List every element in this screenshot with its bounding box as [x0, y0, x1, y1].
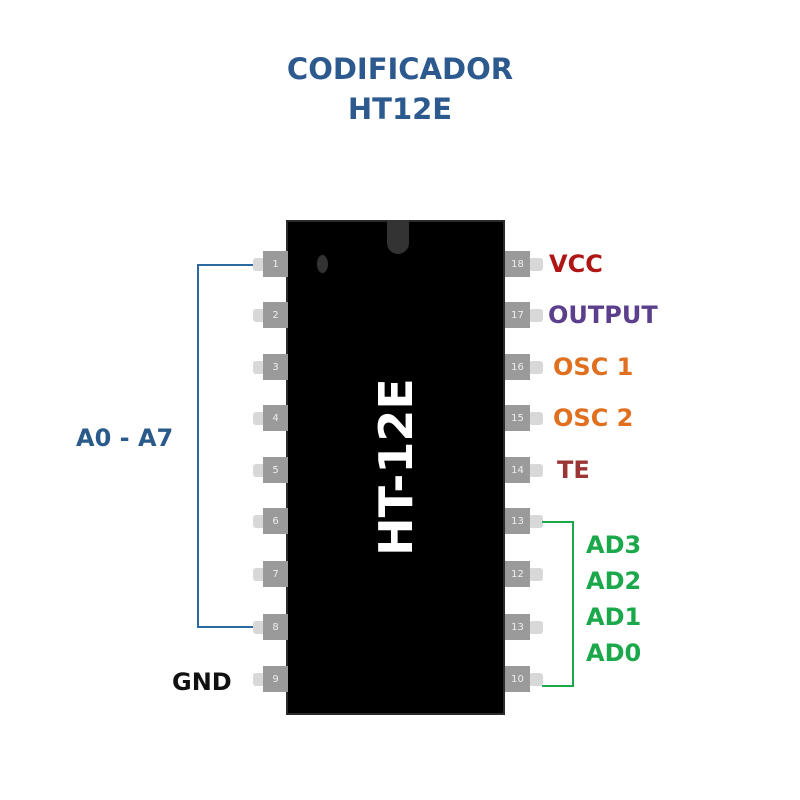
- pin-number-right: 13: [505, 508, 530, 534]
- pin-number-right: 10: [505, 666, 530, 692]
- pin-lead-right: [529, 515, 543, 528]
- label-te: TE: [557, 456, 590, 484]
- label-vcc: VCC: [549, 250, 603, 278]
- pin-number-right: 14: [505, 457, 530, 483]
- pin-lead-right: [529, 412, 543, 425]
- pin-number-left: 1: [263, 251, 288, 277]
- label-a0-a7: A0 - A7: [76, 424, 174, 452]
- label-ad0: AD0: [586, 639, 642, 667]
- label-ad3: AD3: [586, 531, 642, 559]
- data-bracket: [572, 521, 574, 687]
- label-osc2: OSC 2: [553, 404, 634, 432]
- pin-lead-right: [529, 568, 543, 581]
- ic-body: [286, 220, 505, 715]
- pin-number-left: 7: [263, 561, 288, 587]
- pin-lead-right: [529, 621, 543, 634]
- pin-number-left: 2: [263, 302, 288, 328]
- pin-number-left: 5: [263, 457, 288, 483]
- pin-number-left: 3: [263, 354, 288, 380]
- pin-number-right: 12: [505, 561, 530, 587]
- pin-number-right: 15: [505, 405, 530, 431]
- label-osc1: OSC 1: [553, 353, 634, 381]
- pin-number-left: 4: [263, 405, 288, 431]
- pin-number-right: 13: [505, 614, 530, 640]
- title-line-2: HT12E: [347, 92, 453, 126]
- pin-number-left: 6: [263, 508, 288, 534]
- data-bracket-bottom: [542, 685, 574, 687]
- label-output: OUTPUT: [548, 301, 658, 329]
- pin-lead-right: [529, 309, 543, 322]
- pin-lead-right: [529, 258, 543, 271]
- pin-number-right: 17: [505, 302, 530, 328]
- bracket-bottom: [197, 626, 253, 628]
- title-line-1: CODIFICADOR: [286, 52, 514, 86]
- pin-number-left: 9: [263, 666, 288, 692]
- data-bracket-top: [542, 521, 574, 523]
- pin-lead-right: [529, 464, 543, 477]
- address-bracket: [197, 264, 199, 628]
- pin-number-right: 18: [505, 251, 530, 277]
- pin-lead-right: [529, 673, 543, 686]
- pin-lead-right: [529, 361, 543, 374]
- bracket-top: [197, 264, 253, 266]
- pin-number-left: 8: [263, 614, 288, 640]
- pin1-marker: [317, 255, 328, 273]
- label-ad1: AD1: [586, 603, 642, 631]
- chip-name: HT-12E: [369, 378, 423, 556]
- label-ad2: AD2: [586, 567, 642, 595]
- pin-number-right: 16: [505, 354, 530, 380]
- ic-notch: [387, 220, 409, 254]
- label-gnd: GND: [172, 668, 232, 696]
